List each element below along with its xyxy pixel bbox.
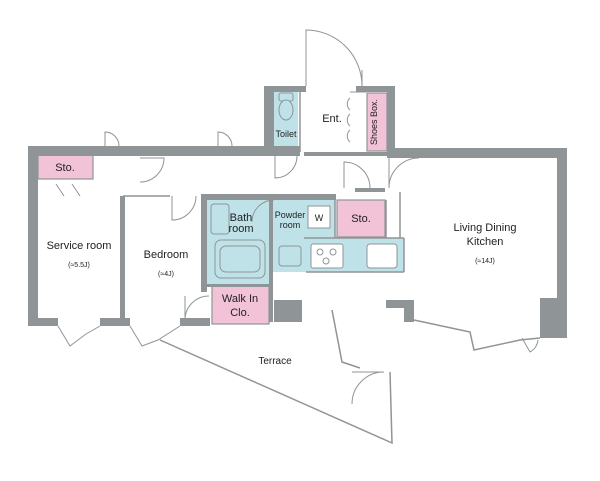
powder-room-label-line2: room (280, 220, 301, 230)
ldk-label-line2: Kitchen (467, 236, 504, 248)
powder-room-label-line1: Powder (275, 210, 306, 220)
walk-in-closet-label-line2: Clo. (230, 307, 250, 319)
shoes-box-label: Shoes Box. (369, 99, 379, 145)
stove (310, 243, 344, 269)
bathroom-label-line2: room (228, 223, 253, 235)
entrance-label: Ent. (322, 113, 342, 125)
washer-label: W (315, 213, 324, 223)
bathroom-label-line1: Bath (230, 212, 253, 224)
bedroom-area: (≈4J) (158, 271, 174, 278)
door-swings (55, 29, 539, 405)
washer-space (307, 205, 331, 229)
storage-center-label: Sto. (351, 213, 371, 225)
washbasin (278, 245, 302, 267)
toilet-label: Toilet (275, 129, 297, 139)
service-room-label: Service room (47, 240, 112, 252)
ldk-label-line1: Living Dining (454, 222, 517, 234)
exterior-walls (28, 86, 567, 338)
storage-service-room[interactable] (37, 154, 94, 180)
interior-walls (120, 152, 388, 322)
walk-in-closet-label-line1: Walk In (222, 293, 258, 305)
ldk-area: (≈14J) (475, 258, 495, 265)
service-room-area: (≈5.5J) (68, 262, 90, 269)
terrace-label: Terrace (258, 356, 292, 367)
storage-service-label: Sto. (55, 162, 75, 174)
terrace-outline (159, 339, 393, 445)
bedroom-label: Bedroom (144, 249, 189, 261)
partitions (123, 86, 541, 369)
bath-vanity (210, 203, 230, 235)
toilet-fixture (278, 92, 294, 121)
bathtub (214, 239, 266, 279)
kitchen-sink (366, 243, 398, 269)
storage-center[interactable] (336, 199, 386, 238)
